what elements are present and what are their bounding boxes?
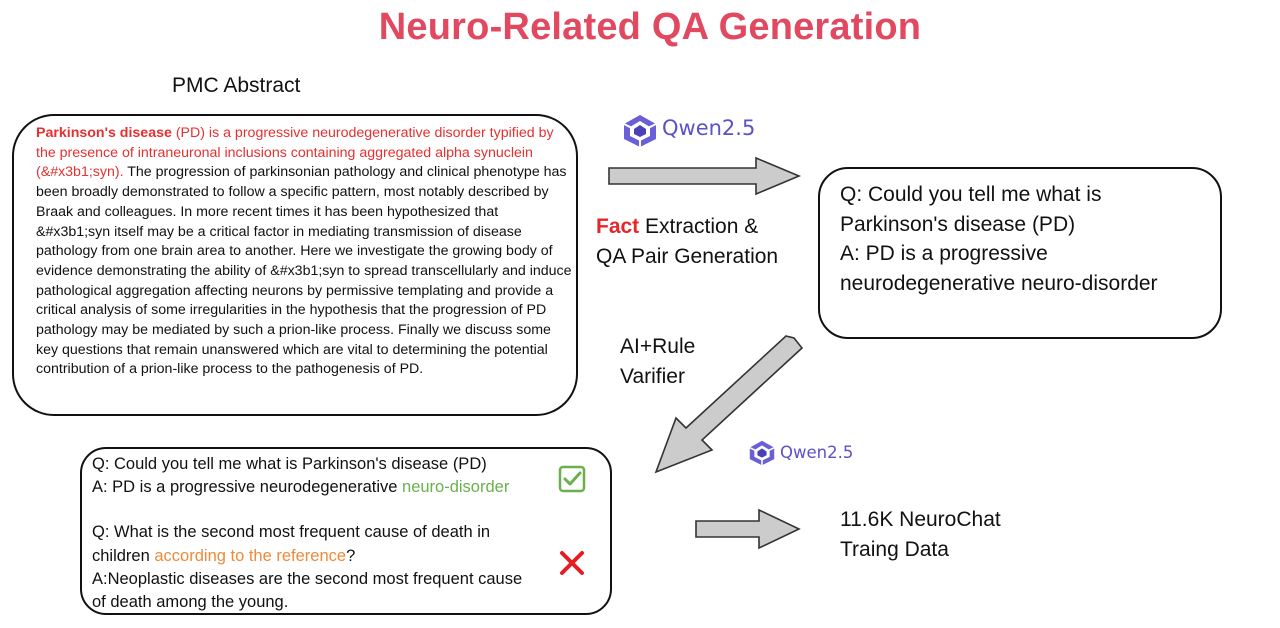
generated-question-line2: Parkinson's disease (PD) bbox=[840, 212, 1076, 236]
check-box-icon bbox=[558, 465, 586, 493]
verified-qa2-question-suffix: ? bbox=[346, 546, 356, 565]
generated-question-line1: Q: Could you tell me what is bbox=[840, 183, 1102, 206]
extraction-step-rest: Extraction & bbox=[639, 215, 759, 238]
abstract-highlight-sentence: (PD) is a progressive neurodegenerative … bbox=[36, 125, 554, 181]
extraction-step-line1: Fact Extraction & bbox=[596, 212, 778, 242]
abstract-text: Parkinson's disease (PD) is a progressiv… bbox=[36, 124, 572, 380]
extraction-step-line2: QA Pair Generation bbox=[596, 244, 779, 268]
verified-qa2-question-prefix: children bbox=[92, 546, 155, 565]
output-label: 11.6K NeuroChat Traing Data bbox=[840, 505, 1001, 565]
qwen-logo-label: Qwen2.5 bbox=[662, 116, 756, 140]
arrow-right-generation bbox=[608, 156, 802, 196]
page-title: Neuro-Related QA Generation bbox=[378, 6, 922, 48]
arrow-diagonal-verification bbox=[654, 335, 804, 474]
abstract-box bbox=[12, 114, 578, 416]
generated-answer-line2: neurodegenerative neuro-disorder bbox=[840, 271, 1158, 295]
verifier-line1: AI+Rule bbox=[620, 335, 696, 358]
output-line2: Traing Data bbox=[840, 538, 949, 561]
verified-qa1-answer-highlight: neuro-disorder bbox=[402, 478, 510, 497]
verified-qa2-answer-line2: of death among the young. bbox=[92, 593, 289, 612]
fact-word: Fact bbox=[596, 215, 640, 238]
verified-qa-text: Q: Could you tell me what is Parkinson's… bbox=[92, 453, 552, 614]
output-line1: 11.6K NeuroChat bbox=[840, 508, 1001, 531]
qa-spacer bbox=[92, 499, 552, 521]
verified-qa2-question-highlight: according to the reference bbox=[154, 546, 347, 565]
pmc-abstract-label: PMC Abstract bbox=[172, 74, 301, 97]
verified-qa2-answer-line1: A:Neoplastic diseases are the second mos… bbox=[92, 569, 523, 588]
verified-qa-box bbox=[80, 447, 612, 615]
generated-qa-text: Q: Could you tell me what is Parkinson's… bbox=[840, 180, 1216, 298]
verified-qa1-answer-prefix: A: PD is a progressive neurodegenerative bbox=[92, 478, 403, 497]
verified-qa2-question-line1: Q: What is the second most frequent caus… bbox=[92, 523, 491, 542]
generated-answer-line1: A: PD is a progressive bbox=[840, 242, 1048, 266]
verifier-line2: Varifier bbox=[620, 364, 685, 388]
qwen-logo-label: Qwen2.5 bbox=[780, 443, 854, 462]
generated-qa-box bbox=[818, 167, 1222, 339]
arrow-right-output bbox=[695, 508, 801, 550]
verified-qa1-question: Q: Could you tell me what is Parkinson's… bbox=[92, 455, 487, 473]
qwen-logo-icon bbox=[623, 115, 657, 147]
extraction-step-label: Fact Extraction & QA Pair Generation bbox=[596, 212, 778, 271]
abstract-body: The progression of parkinsonian patholog… bbox=[36, 164, 572, 378]
verifier-label: AI+Rule Varifier bbox=[620, 332, 695, 391]
verified-qa2-question-line2: children according to the reference? bbox=[92, 545, 552, 568]
cross-icon bbox=[560, 551, 584, 575]
verified-qa1-answer: A: PD is a progressive neurodegenerative… bbox=[92, 476, 552, 499]
qwen-logo-icon bbox=[749, 440, 775, 466]
abstract-highlight-term: Parkinson's disease bbox=[36, 125, 172, 141]
